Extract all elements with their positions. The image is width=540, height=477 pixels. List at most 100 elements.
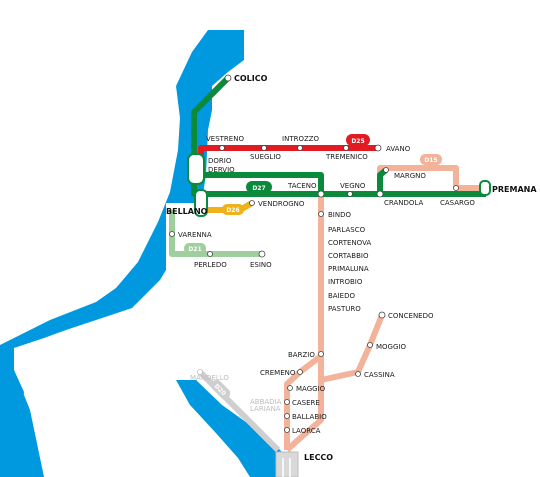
stop-dots — [169, 74, 459, 433]
lake-body-lower — [176, 380, 285, 477]
route-d15-badge-text: D15 — [424, 157, 437, 164]
stop-label-primaluna[interactable]: PRIMALUNA — [328, 265, 369, 273]
lecco-terminal-box — [275, 451, 299, 477]
route-d27-badge — [246, 181, 272, 193]
hub-box — [194, 189, 208, 217]
stop-dot-casargo[interactable] — [453, 185, 459, 191]
stop-label-dervio[interactable]: DERVIO — [208, 166, 235, 174]
stop-label-ballabio[interactable]: BALLABIO — [292, 413, 327, 421]
stop-label-vegno[interactable]: VEGNO — [340, 182, 366, 190]
stop-dot-esino[interactable] — [258, 250, 266, 258]
route-d21-badge — [184, 243, 206, 254]
stop-label-varenna[interactable]: VARENNA — [178, 231, 212, 239]
stop-label-lariana[interactable]: LARIANA — [250, 405, 281, 413]
stop-label-moggio[interactable]: MOGGIO — [376, 343, 406, 351]
stop-labels: COLICO VESTRENO INTROZZO SUEGLIO TREMENI… — [166, 74, 537, 462]
stop-dot-bindo[interactable] — [318, 211, 324, 217]
stop-dot-barzio[interactable] — [318, 351, 324, 357]
route-d25-badge — [346, 134, 370, 146]
stop-label-barzio[interactable]: BARZIO — [288, 351, 315, 359]
hub-box — [479, 180, 491, 196]
stop-label-cassina[interactable]: CASSINA — [364, 371, 395, 379]
stop-dot-taceno[interactable] — [317, 190, 325, 198]
stop-dot-varenna[interactable] — [169, 231, 175, 237]
stop-label-colico[interactable]: COLICO — [234, 74, 268, 83]
route-d21: D21 — [169, 210, 262, 257]
stop-dot-vestreno[interactable] — [219, 145, 225, 151]
stop-dot-ballabio[interactable] — [284, 413, 290, 419]
route-d20-badge — [211, 379, 231, 399]
stop-dot-colico[interactable] — [224, 74, 232, 82]
route-d21-line — [169, 210, 262, 257]
stop-label-sueglio[interactable]: SUEGLIO — [250, 153, 281, 161]
stop-label-introzzo[interactable]: INTROZZO — [282, 135, 320, 143]
stop-label-bindo[interactable]: BINDO — [328, 211, 351, 219]
stop-label-avano[interactable]: AVANO — [386, 145, 411, 153]
hub-bellano — [194, 189, 208, 217]
stop-dot-crandola[interactable] — [376, 190, 384, 198]
stop-label-dorio[interactable]: DORIO — [208, 157, 232, 165]
route-d25-badge-text: D25 — [351, 138, 364, 145]
lake-body-left — [0, 340, 24, 460]
route-d27-taceno — [201, 172, 324, 194]
route-d20-line — [197, 369, 281, 453]
stop-label-bellano[interactable]: BELLANO — [166, 207, 208, 216]
hub-premana — [479, 180, 491, 196]
stop-label-pasturo[interactable]: PASTURO — [328, 305, 361, 313]
lake-como — [0, 30, 285, 477]
stop-label-cremeno[interactable]: CREMENO — [260, 369, 296, 377]
stop-dot-avano[interactable] — [374, 144, 382, 152]
stop-dot-concenedo[interactable] — [378, 311, 386, 319]
stop-label-margno[interactable]: MARGNO — [394, 172, 426, 180]
stop-label-cortenova[interactable]: CORTENOVA — [328, 239, 371, 247]
route-d21-badge-text: D21 — [188, 246, 201, 253]
stop-label-perledo[interactable]: PERLEDO — [194, 261, 227, 269]
stop-dot-maggio[interactable] — [287, 385, 293, 391]
stop-label-premana[interactable]: PREMANA — [492, 185, 537, 194]
stop-dot-perledo[interactable] — [207, 251, 213, 257]
stop-label-abbadia[interactable]: ABBADIA — [250, 398, 282, 406]
route-d15-main — [284, 192, 324, 453]
stop-label-vendrogno[interactable]: VENDROGNO — [258, 200, 305, 208]
stop-dot-introzzo[interactable] — [297, 145, 303, 151]
hub-dorio-dervio — [187, 153, 205, 185]
stop-label-lecco[interactable]: LECCO — [304, 453, 333, 462]
stop-label-tremenico[interactable]: TREMENICO — [325, 153, 368, 161]
stop-dot-cremeno[interactable] — [297, 369, 303, 375]
stop-label-crandola[interactable]: CRANDOLA — [384, 199, 423, 207]
stop-label-laorca[interactable]: LAORCA — [292, 427, 321, 435]
route-d26: D26 — [198, 200, 254, 215]
stop-label-mandello[interactable]: MANDELLO — [190, 374, 229, 382]
stop-dot-vegno[interactable] — [347, 191, 353, 197]
stop-dot-moggio[interactable] — [367, 342, 373, 348]
stop-label-cortabbio[interactable]: CORTABBIO — [328, 252, 369, 260]
route-d26-badge — [222, 204, 244, 215]
stop-dot-mandello[interactable] — [197, 369, 203, 375]
stop-dot-tremenico[interactable] — [343, 145, 349, 151]
stop-label-vestreno[interactable]: VESTRENO — [206, 135, 244, 143]
stop-dot-cassina[interactable] — [355, 371, 361, 377]
stop-label-maggio[interactable]: MAGGIO — [296, 385, 326, 393]
route-d26-badge-text: D26 — [226, 207, 239, 214]
stop-dot-sueglio[interactable] — [261, 145, 267, 151]
route-d15-badge — [420, 154, 442, 165]
route-d15-branch-concenedo — [320, 313, 385, 383]
stop-label-baiedo[interactable]: BAIEDO — [328, 292, 355, 300]
route-d27-margno — [377, 167, 388, 194]
stop-label-taceno[interactable]: TACENO — [287, 182, 317, 190]
lake-body — [0, 30, 244, 477]
hub-box — [187, 153, 205, 185]
stop-dot-vendrogno[interactable] — [249, 200, 255, 206]
stop-label-parlasco[interactable]: PARLASCO — [328, 226, 366, 234]
lecco-terminal — [275, 451, 299, 477]
stop-label-esino[interactable]: ESINO — [250, 261, 272, 269]
route-d20: D20 — [197, 369, 281, 453]
stop-label-casargo[interactable]: CASARGO — [440, 199, 475, 207]
stop-dot-margno[interactable] — [383, 167, 389, 173]
stop-label-casere[interactable]: CASERE — [292, 399, 320, 407]
stop-label-introbio[interactable]: INTROBIO — [328, 278, 363, 286]
stop-label-concenedo[interactable]: CONCENEDO — [388, 312, 434, 320]
stop-dot-laorca[interactable] — [284, 427, 290, 433]
stop-dot-casere[interactable] — [284, 399, 290, 405]
